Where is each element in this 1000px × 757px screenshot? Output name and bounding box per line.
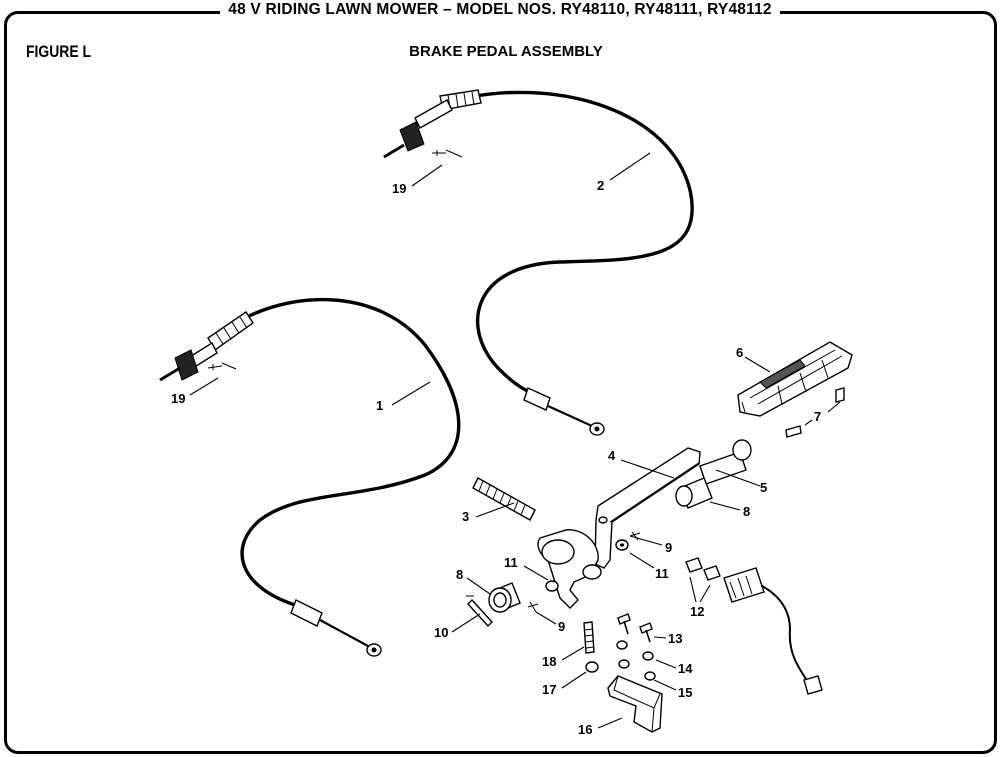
callout-15: 15	[678, 685, 692, 700]
callout-13: 13	[668, 631, 682, 646]
part-7-screws	[785, 387, 845, 438]
callout-8-left: 8	[456, 567, 463, 582]
callout-8-right: 8	[743, 504, 750, 519]
callout-10: 10	[434, 625, 448, 640]
callout-16: 16	[578, 722, 592, 737]
part-4-pedal-arm	[537, 447, 701, 609]
part-2-cable	[383, 89, 694, 436]
callout-11-right: 11	[655, 566, 669, 581]
part-15-washers	[618, 659, 656, 681]
part-9-clip-right	[629, 531, 641, 541]
assembly-title: BRAKE PEDAL ASSEMBLY	[409, 43, 603, 60]
callout-3: 3	[462, 509, 469, 524]
callout-labels: 1 2 3 4 5 6 7 8 8 9 9 10 11 11 12 13 14 …	[171, 178, 821, 737]
figure-label: FIGURE L	[26, 42, 92, 61]
callout-4: 4	[608, 448, 616, 463]
part-10-pin	[466, 595, 493, 628]
callout-19-upper: 19	[392, 181, 406, 196]
part-14-washers	[616, 640, 654, 661]
callout-11-left: 11	[504, 555, 518, 570]
callout-14: 14	[678, 661, 693, 676]
callout-1: 1	[376, 398, 383, 413]
part-1-cable	[159, 297, 461, 657]
callout-19-lower: 19	[171, 391, 185, 406]
part-13-bolts	[617, 613, 653, 643]
part-11-washer-right	[615, 539, 629, 551]
part-5-pedal-shaft	[699, 439, 752, 485]
callout-9-left: 9	[558, 619, 565, 634]
part-11-washer-left	[545, 580, 559, 592]
part-16-bracket	[607, 675, 663, 733]
callout-12: 12	[690, 604, 704, 619]
callout-18: 18	[542, 654, 556, 669]
callout-6: 6	[736, 345, 743, 360]
part-17-nut	[585, 661, 599, 673]
part-6-pedal-pad	[737, 341, 853, 417]
callout-2: 2	[597, 178, 604, 193]
part-8-bushing-left	[488, 582, 521, 613]
header-title: 48 V RIDING LAWN MOWER – MODEL NOS. RY48…	[0, 1, 1000, 19]
leader-lines	[189, 152, 841, 729]
part-19-pin-upper	[432, 149, 463, 158]
part-12-brake-switch	[685, 557, 823, 695]
callout-17: 17	[542, 682, 556, 697]
callout-5: 5	[760, 480, 767, 495]
part-8-bushing-right	[675, 477, 713, 509]
callout-7: 7	[814, 409, 821, 424]
part-19-pin-lower	[207, 362, 237, 370]
part-9-clip-left	[527, 601, 539, 613]
callout-9-right: 9	[665, 540, 672, 555]
part-3-spring	[472, 477, 536, 521]
part-18-bolt	[583, 621, 595, 654]
